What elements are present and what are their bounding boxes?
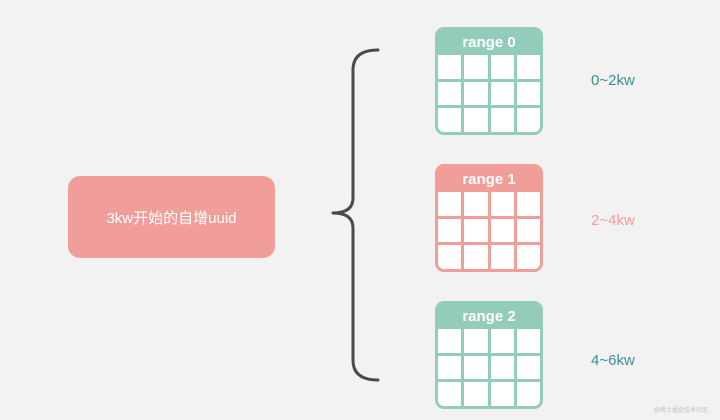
table-cell: [516, 382, 540, 406]
table-cell: [516, 192, 540, 216]
table-cell: [438, 108, 462, 132]
table-cell: [438, 355, 462, 380]
table-cell: [490, 55, 514, 79]
table-cell: [438, 81, 462, 106]
table-cell: [490, 192, 514, 216]
table-cell: [464, 81, 488, 106]
range-0-table: range 0: [435, 27, 543, 135]
source-uuid-box: 3kw开始的自增uuid: [68, 176, 275, 258]
table-cell: [464, 382, 488, 406]
table-cell: [464, 245, 488, 269]
table-cell: [516, 218, 540, 243]
table-cell: [490, 81, 514, 106]
table-cell: [490, 329, 514, 353]
table-cell: [438, 192, 462, 216]
table-cell: [516, 245, 540, 269]
table-cell: [490, 218, 514, 243]
table-cell: [464, 355, 488, 380]
table-cell: [516, 108, 540, 132]
table-cell: [516, 55, 540, 79]
range-2-table: range 2: [435, 301, 543, 409]
range-2-header: range 2: [438, 304, 540, 329]
range-1-header: range 1: [438, 167, 540, 192]
range-2-span-label: 4~6kw: [591, 352, 635, 369]
table-cell: [464, 192, 488, 216]
table-cell: [438, 55, 462, 79]
table-cell: [464, 55, 488, 79]
table-cell: [516, 355, 540, 380]
watermark: @稀土掘金技术社区: [653, 408, 708, 414]
table-cell: [516, 81, 540, 106]
table-cell: [438, 218, 462, 243]
range-1-span-label: 2~4kw: [591, 212, 635, 229]
table-cell: [490, 382, 514, 406]
table-cell: [464, 218, 488, 243]
table-cell: [464, 108, 488, 132]
table-cell: [490, 108, 514, 132]
range-1-grid: [438, 192, 540, 269]
range-0-span-label: 0~2kw: [591, 72, 635, 89]
table-cell: [490, 245, 514, 269]
table-cell: [516, 329, 540, 353]
range-2-grid: [438, 329, 540, 406]
source-uuid-label: 3kw开始的自增uuid: [106, 209, 237, 227]
range-0-grid: [438, 55, 540, 132]
range-0-header: range 0: [438, 30, 540, 55]
table-cell: [490, 355, 514, 380]
range-1-table: range 1: [435, 164, 543, 272]
table-cell: [438, 382, 462, 406]
table-cell: [464, 329, 488, 353]
table-cell: [438, 329, 462, 353]
table-cell: [438, 245, 462, 269]
